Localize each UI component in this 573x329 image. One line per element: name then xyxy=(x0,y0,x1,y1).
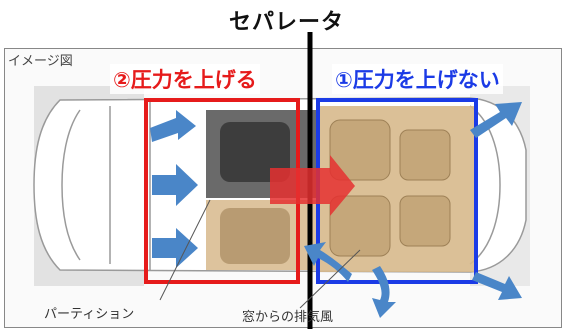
intake-arrows xyxy=(150,110,198,268)
front-seat-top xyxy=(220,122,290,182)
leader-line-partition xyxy=(159,199,211,301)
exhaust-arrow-bottom xyxy=(372,266,396,318)
exhaust-arrow-inner-left xyxy=(304,242,352,282)
image-caption: イメージ図 xyxy=(8,54,73,69)
pressurize-label: ②圧力を上げる xyxy=(110,64,260,94)
separator-title: セパレータ xyxy=(228,10,344,35)
exhaust-arrows xyxy=(304,102,522,318)
airflow-arrow-red xyxy=(270,155,355,216)
front-seat-bottom xyxy=(220,208,290,264)
exhaust-arrow-top-right xyxy=(470,102,522,138)
no-pressurize-label: ①圧力を上げない xyxy=(332,64,503,94)
leader-line-exhaust xyxy=(299,249,361,309)
intake-arrow-bottom xyxy=(152,228,198,268)
partition-caption: パーティション xyxy=(44,307,135,322)
exhaust-arrow-bottom-right xyxy=(472,272,522,300)
intake-arrow-middle xyxy=(152,164,198,206)
rear-seats xyxy=(329,119,451,257)
exhaust-caption: 窓からの排気風 xyxy=(242,310,334,325)
intake-arrow-top xyxy=(150,110,196,142)
